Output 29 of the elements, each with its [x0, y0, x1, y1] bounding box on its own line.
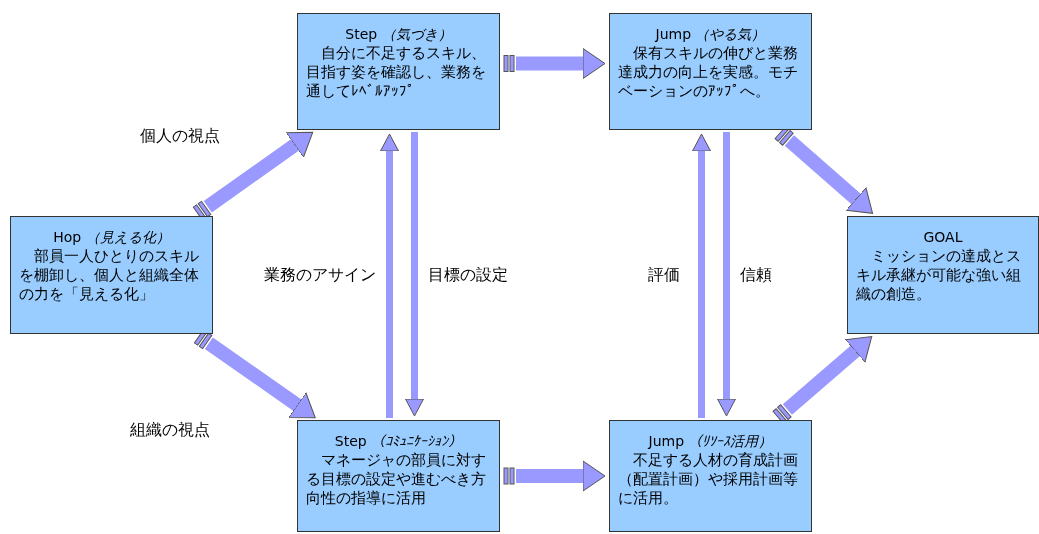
box-text: 自分に不足するスキル、目指す姿を確認し、業務を通してﾚﾍﾞﾙｱｯﾌﾟ [306, 44, 487, 101]
edge-label: 組織の視点 [128, 420, 212, 440]
box-heading: Step （気づき） [344, 25, 453, 44]
block-arrow [380, 133, 399, 418]
box-text: マネージャの部員に対する目標の設定や進むべき方向性の指導に活用 [306, 451, 487, 508]
box-text: ミッションの達成とスキル承継が可能な強い組織の創造。 [856, 247, 1022, 304]
box-heading: GOAL [922, 228, 964, 247]
edge-label: 評価 [646, 265, 682, 285]
block-arrow [717, 132, 736, 417]
block-arrow [503, 460, 606, 492]
text-box [609, 13, 812, 130]
text-box [297, 13, 500, 130]
edge-label: 信頼 [738, 265, 774, 285]
block-arrow [405, 132, 424, 417]
box-text: 保有スキルの伸びと業務達成力の向上を実感。モチベーションのｱｯﾌﾟへ。 [618, 44, 799, 101]
box-text: 部員一人ひとりのスキルを棚卸し、個人と組織全体の力を「見える化」 [19, 247, 200, 304]
edge-label: 個人の視点 [138, 126, 222, 146]
box-text: 不足する人材の育成計画（配置計画）や採用計画等に活用。 [618, 451, 799, 508]
text-box [609, 420, 812, 532]
box-heading: Step （ｺﾐｭﾆｹｰｼｮﾝ） [333, 432, 464, 451]
box-heading: Jump （ﾘｿｰｽ活用） [646, 432, 774, 451]
block-arrow [503, 48, 606, 79]
text-box [297, 420, 500, 532]
block-arrow [692, 133, 711, 418]
text-box [10, 216, 213, 334]
edge-label: 業務のアサイン [262, 265, 378, 285]
box-heading: Jump （やる気） [653, 25, 767, 44]
box-heading: Hop （見える化） [52, 228, 171, 247]
text-box [847, 216, 1039, 334]
